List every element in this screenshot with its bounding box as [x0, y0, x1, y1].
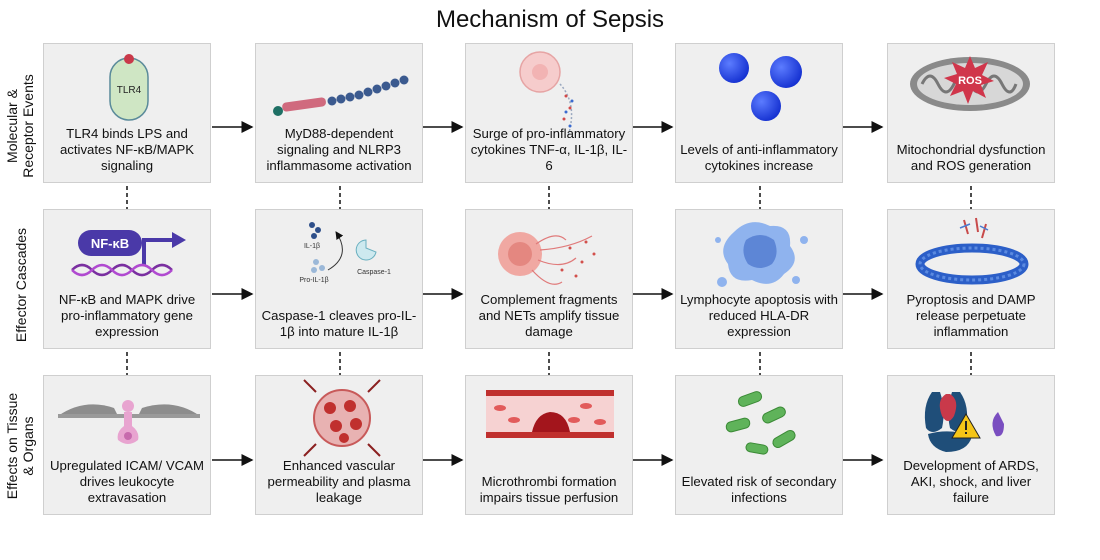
card-cytokine-surge: Surge of pro-inflammatory cytokines TNF-… [465, 43, 633, 183]
card-vascular-permeability: Enhanced vascular permeability and plasm… [255, 375, 423, 515]
il1b-label: IL-1β [304, 243, 320, 250]
cell-text: Pyroptosis and DAMP release perpetuate i… [906, 292, 1036, 339]
card-caspase1: IL-1β Pro-IL-1β Caspase-1 Caspase-1 clea… [255, 209, 423, 349]
card-organ-failure: Development of ARDS, AKI, shock, and liv… [887, 375, 1055, 515]
cell-text: Mitochondrial dysfunction and ROS genera… [896, 142, 1046, 173]
caspase-cleavage-icon: IL-1β Pro-IL-1β Caspase-1 [299, 222, 391, 284]
cell-text: TLR4 binds LPS and activates NF-κB/MAPK … [59, 126, 195, 173]
pyroptosis-pore-icon [915, 217, 1029, 285]
tlr4-label: TLR4 [117, 85, 142, 96]
page-title: Mechanism of Sepsis [435, 6, 665, 33]
cell-text: MyD88-dependent signaling and NLRP3 infl… [266, 126, 412, 173]
cell-text: Enhanced vascular permeability and plasm… [267, 458, 411, 505]
cell-text: NF-κB and MAPK drive pro-inflammatory ge… [58, 292, 196, 339]
card-pyroptosis: Pyroptosis and DAMP release perpetuate i… [887, 209, 1055, 349]
organ-failure-icon [924, 392, 1004, 452]
cell-text: Microthrombi formation impairs tissue pe… [479, 474, 619, 505]
card-complement-nets: Complement fragments and NETs amplify ti… [465, 209, 633, 349]
cell-text: Caspase-1 cleaves pro-IL-1β into mature … [261, 308, 417, 339]
tlr4-receptor-icon: TLR4 [109, 54, 149, 121]
cell-text: Complement fragments and NETs amplify ti… [478, 292, 620, 339]
pro-il1b-label: Pro-IL-1β [299, 277, 328, 284]
nfkb-label: NF-κB [91, 236, 129, 251]
bacteria-icon [725, 391, 796, 455]
card-icam-vcam: Upregulated ICAM/ VCAM drives leukocyte … [43, 375, 211, 515]
mitochondrion-ros-icon: ROS [910, 56, 1030, 111]
caspase1-label: Caspase-1 [357, 269, 391, 276]
card-microthrombi: Microthrombi formation impairs tissue pe… [465, 375, 633, 515]
card-anti-inflammatory: Levels of anti-inflammatory cytokines in… [675, 43, 843, 183]
card-secondary-infections: Elevated risk of secondary infections [675, 375, 843, 515]
apoptotic-lymphocyte-icon [715, 222, 808, 287]
net-burst-icon [498, 232, 596, 285]
cell-text: Upregulated ICAM/ VCAM drives leukocyte … [50, 458, 204, 505]
anti-inflammatory-spheres-icon [719, 53, 802, 121]
card-tlr4-binding: TLR4 TLR4 binds LPS and activates NF-κB/… [43, 43, 211, 183]
cell-text: Lymphocyte apoptosis with reduced HLA-DR… [680, 292, 838, 339]
cell-text: Development of ARDS, AKI, shock, and liv… [903, 458, 1039, 505]
cell-text: Surge of pro-inflammatory cytokines TNF-… [470, 126, 628, 173]
cell-text: Elevated risk of secondary infections [681, 474, 837, 505]
myd88-chain-icon [273, 75, 409, 116]
nfkb-dna-icon: NF-κB [71, 230, 186, 277]
cytokine-release-cell-icon [519, 51, 574, 137]
card-myd88-signaling: MyD88-dependent signaling and NLRP3 infl… [255, 43, 423, 183]
cell-text: Levels of anti-inflammatory cytokines in… [680, 142, 838, 173]
card-lymphocyte-apoptosis: Lymphocyte apoptosis with reduced HLA-DR… [675, 209, 843, 349]
leaky-vessel-icon [303, 379, 381, 457]
microthrombus-vessel-icon [486, 390, 614, 438]
ros-label: ROS [958, 75, 982, 87]
card-mitochondrial: ROS Mitochondrial dysfunction and ROS ge… [887, 43, 1055, 183]
card-nfkb-expression: NF-κB NF-κB and MAPK drive pro-inflammat… [43, 209, 211, 349]
leukocyte-extravasation-icon [58, 400, 200, 444]
